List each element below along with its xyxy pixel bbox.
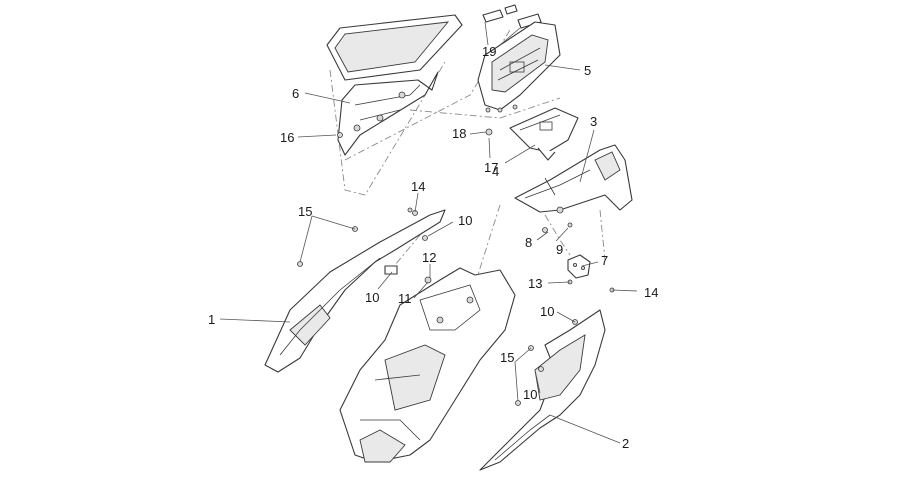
callout-10-c: 10 [540,304,554,319]
callout-14-a: 14 [411,179,425,194]
rear-undertray [339,267,516,463]
callout-15-a: 15 [298,204,312,219]
mudguard-part-3 [514,144,633,214]
bracket-part-4 [485,107,579,161]
side-panel-part-2 [479,287,615,471]
callout-16: 16 [280,130,294,145]
seat-cowl-part-6 [326,14,463,156]
callout-8: 8 [525,235,532,250]
callout-9: 9 [556,242,563,257]
callout-10-a: 10 [458,213,472,228]
rear-tray-part-5 [477,21,561,113]
callout-2: 2 [622,436,629,451]
callout-5: 5 [584,63,591,78]
side-panel-part-1 [264,209,446,373]
sticker-part-19 [482,4,542,29]
assembly-guide-lines [329,29,606,331]
callout-1: 1 [208,312,215,327]
callout-10-b: 10 [365,290,379,305]
callout-7: 7 [601,253,608,268]
callout-12: 12 [422,250,436,265]
callout-labels: 1 2 3 4 5 6 7 8 9 10 10 10 10 11 12 13 1… [208,44,658,451]
hardware [337,132,573,285]
callout-19: 19 [482,44,496,59]
callout-18: 18 [452,126,466,141]
callout-10-d: 10 [523,387,537,402]
callout-3: 3 [590,114,597,129]
leader-lines [219,21,638,444]
callout-6: 6 [292,86,299,101]
plate-part-7 [567,254,591,279]
callout-4: 4 [492,164,499,179]
callout-14-b: 14 [644,285,658,300]
callout-13: 13 [528,276,542,291]
callout-15-b: 15 [500,350,514,365]
callout-17: 17 [484,160,498,175]
callout-11: 11 [398,291,412,306]
